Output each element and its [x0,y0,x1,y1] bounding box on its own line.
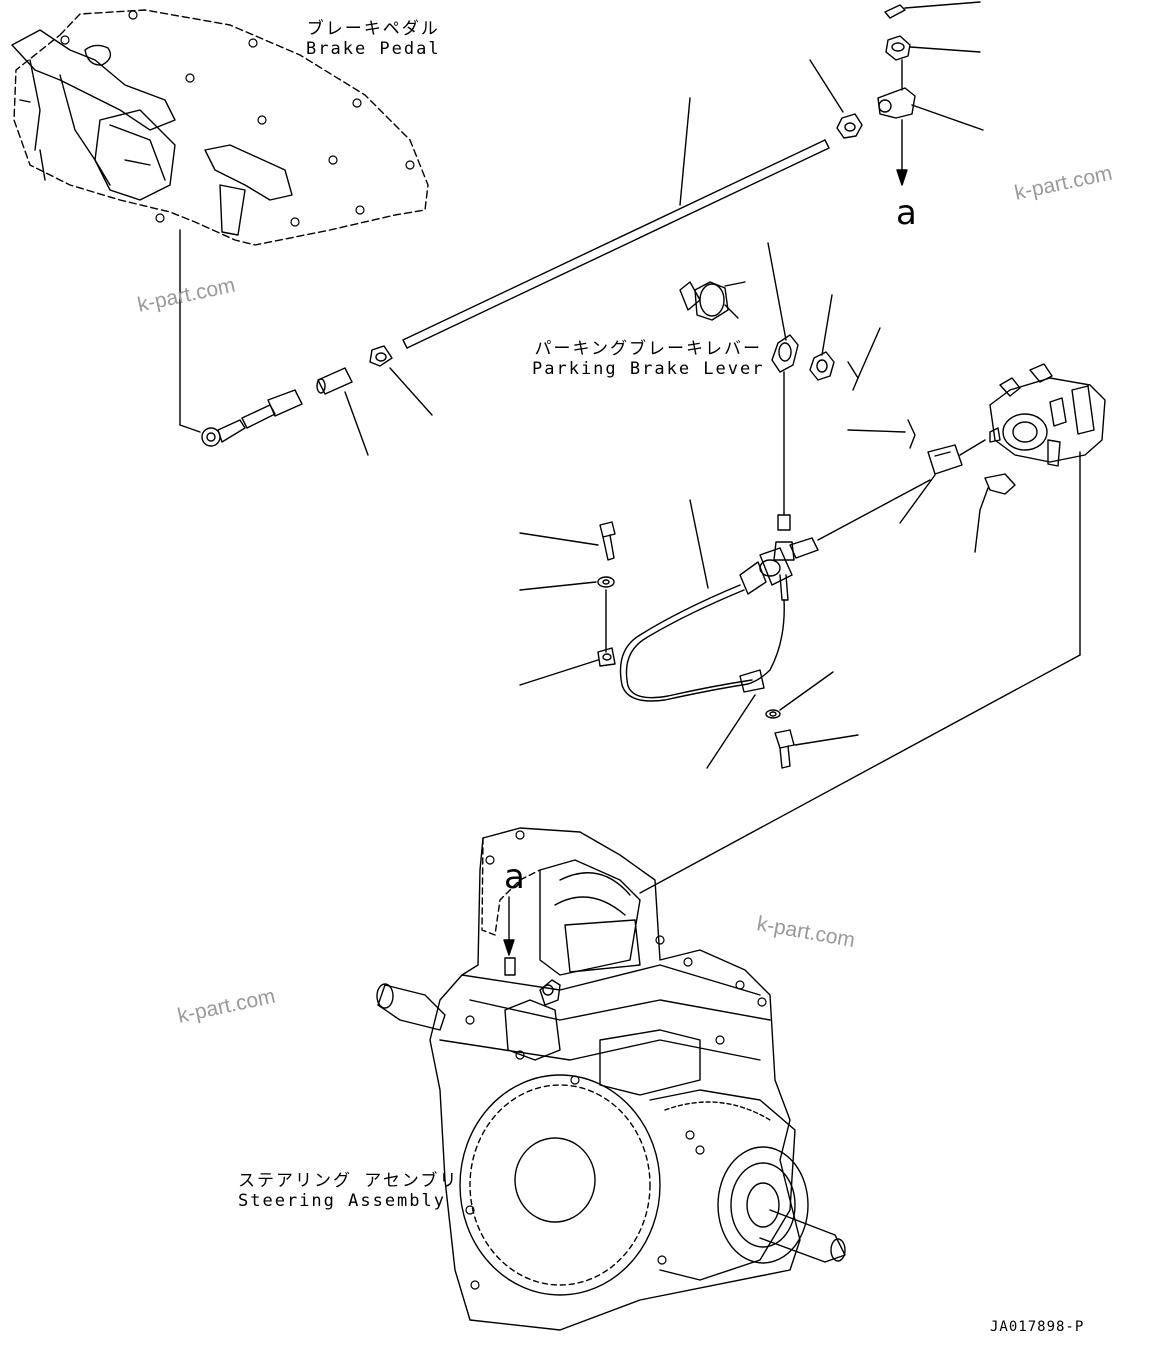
brake-pedal-label: ブレーキペダル Brake Pedal [306,19,441,59]
top-right-fittings [809,1,984,186]
housing-bolt-icons [465,830,767,1290]
drawing-code: JA017898-P [990,1319,1085,1335]
parking-brake-switch [679,242,881,391]
parking-brake-lever-label-en: Parking Brake Lever [532,358,765,379]
brake-pedal-assembly [11,9,429,433]
steering-assembly-label-en: Steering Assembly [238,1190,446,1211]
bolts-and-washers [519,521,859,769]
brake-pedal-label-en: Brake Pedal [306,38,441,59]
brake-pedal-label-jp: ブレーキペダル [306,19,440,39]
steering-assembly-label: ステアリング アセンブリ Steering Assembly [238,1171,459,1211]
steering-assembly [376,827,846,1331]
callout-a-top: a [896,193,917,233]
parking-brake-lever-label: パーキングブレーキレバー Parking Brake Lever [532,339,765,379]
rod-end-linkage [201,345,433,456]
brake-rod [402,97,830,349]
brake-valve-assembly [639,363,1106,894]
cover-bolt-icons [60,10,415,227]
parking-brake-cable [597,371,931,769]
parking-brake-lever-label-jp: パーキングブレーキレバー [534,339,762,359]
steering-assembly-label-jp: ステアリング アセンブリ [238,1171,459,1191]
callout-a-bottom: a [504,857,525,897]
